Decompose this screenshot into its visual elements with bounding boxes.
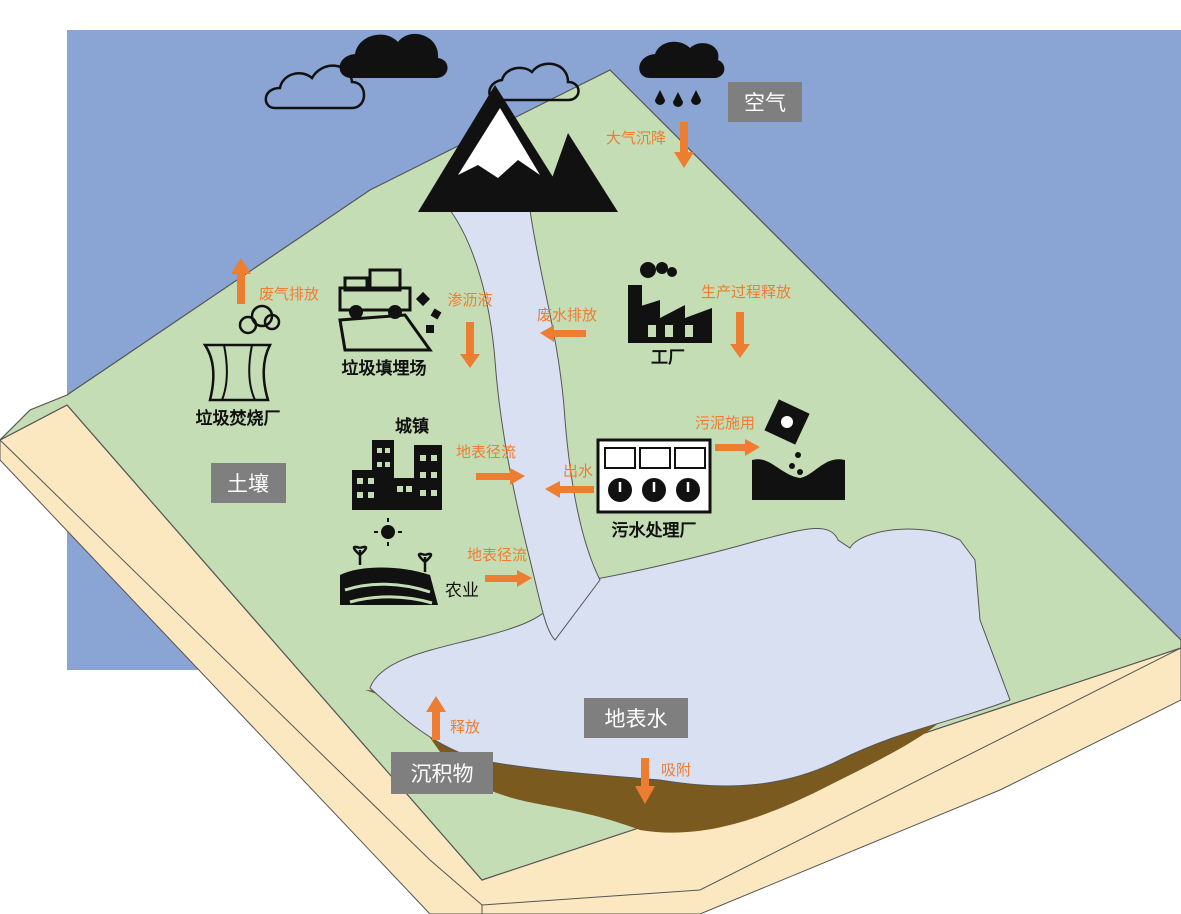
cloud-filled-icon bbox=[339, 33, 448, 78]
flow-label-wastewater-discharge: 废水排放 bbox=[537, 306, 597, 324]
landfill-label: 垃圾填埋场 bbox=[342, 358, 427, 379]
surface-water-box bbox=[584, 698, 688, 738]
arrow-sludge-application bbox=[715, 439, 760, 456]
sludge-application-icon bbox=[752, 399, 845, 500]
arrow-production-release bbox=[730, 312, 750, 358]
flow-label-leachate: 渗沥液 bbox=[447, 291, 492, 309]
flow-label-production-release: 生产过程释放 bbox=[701, 283, 791, 301]
sediment-box bbox=[391, 752, 493, 794]
soil-label: 土壤 bbox=[227, 472, 269, 496]
flow-label-runoff-town: 地表径流 bbox=[456, 443, 516, 461]
surface-water-label: 地表水 bbox=[605, 707, 668, 731]
soil-box bbox=[211, 463, 286, 503]
agriculture-label: 农业 bbox=[445, 581, 479, 601]
wwtp-label: 污水处理厂 bbox=[612, 520, 697, 541]
flow-label-release: 释放 bbox=[450, 718, 480, 736]
wwtp-icon bbox=[596, 438, 712, 514]
factory-label: 工厂 bbox=[651, 348, 685, 368]
town-icon bbox=[352, 440, 442, 510]
arrow-atmospheric-deposition bbox=[674, 122, 694, 168]
sediment-label: 沉积物 bbox=[411, 762, 474, 786]
rain-cloud-icon bbox=[639, 41, 725, 107]
arrow-wastewater-discharge bbox=[540, 325, 586, 342]
agriculture-icon bbox=[340, 518, 438, 605]
cloud-outline-icon-2 bbox=[488, 62, 580, 102]
flow-label-runoff-agri: 地表径流 bbox=[467, 546, 527, 564]
air-box bbox=[728, 82, 802, 122]
mountain-icon bbox=[418, 85, 618, 212]
arrow-exhaust-emission bbox=[231, 258, 251, 304]
flow-label-effluent: 出水 bbox=[563, 462, 593, 480]
air-label: 空气 bbox=[744, 91, 786, 115]
landfill-icon bbox=[338, 268, 442, 352]
flow-label-sludge-application: 污泥施用 bbox=[695, 414, 755, 432]
arrow-runoff-agri bbox=[485, 570, 532, 587]
cloud-outline-icon-1 bbox=[264, 64, 366, 110]
flow-label-atmospheric-deposition: 大气沉降 bbox=[606, 129, 666, 147]
arrow-leachate bbox=[460, 322, 480, 368]
sediment-region bbox=[365, 690, 942, 833]
arrow-adsorption bbox=[635, 758, 655, 804]
incinerator-icon bbox=[202, 304, 281, 402]
river bbox=[449, 209, 601, 641]
arrow-release bbox=[426, 696, 446, 740]
town-label: 城镇 bbox=[395, 416, 429, 437]
arrow-effluent bbox=[545, 481, 594, 498]
incinerator-label: 垃圾焚烧厂 bbox=[196, 408, 281, 429]
arrow-runoff-town bbox=[476, 468, 525, 485]
flow-label-adsorption: 吸附 bbox=[661, 761, 691, 779]
flow-label-exhaust-emission: 废气排放 bbox=[259, 285, 319, 303]
factory-icon bbox=[628, 262, 712, 343]
